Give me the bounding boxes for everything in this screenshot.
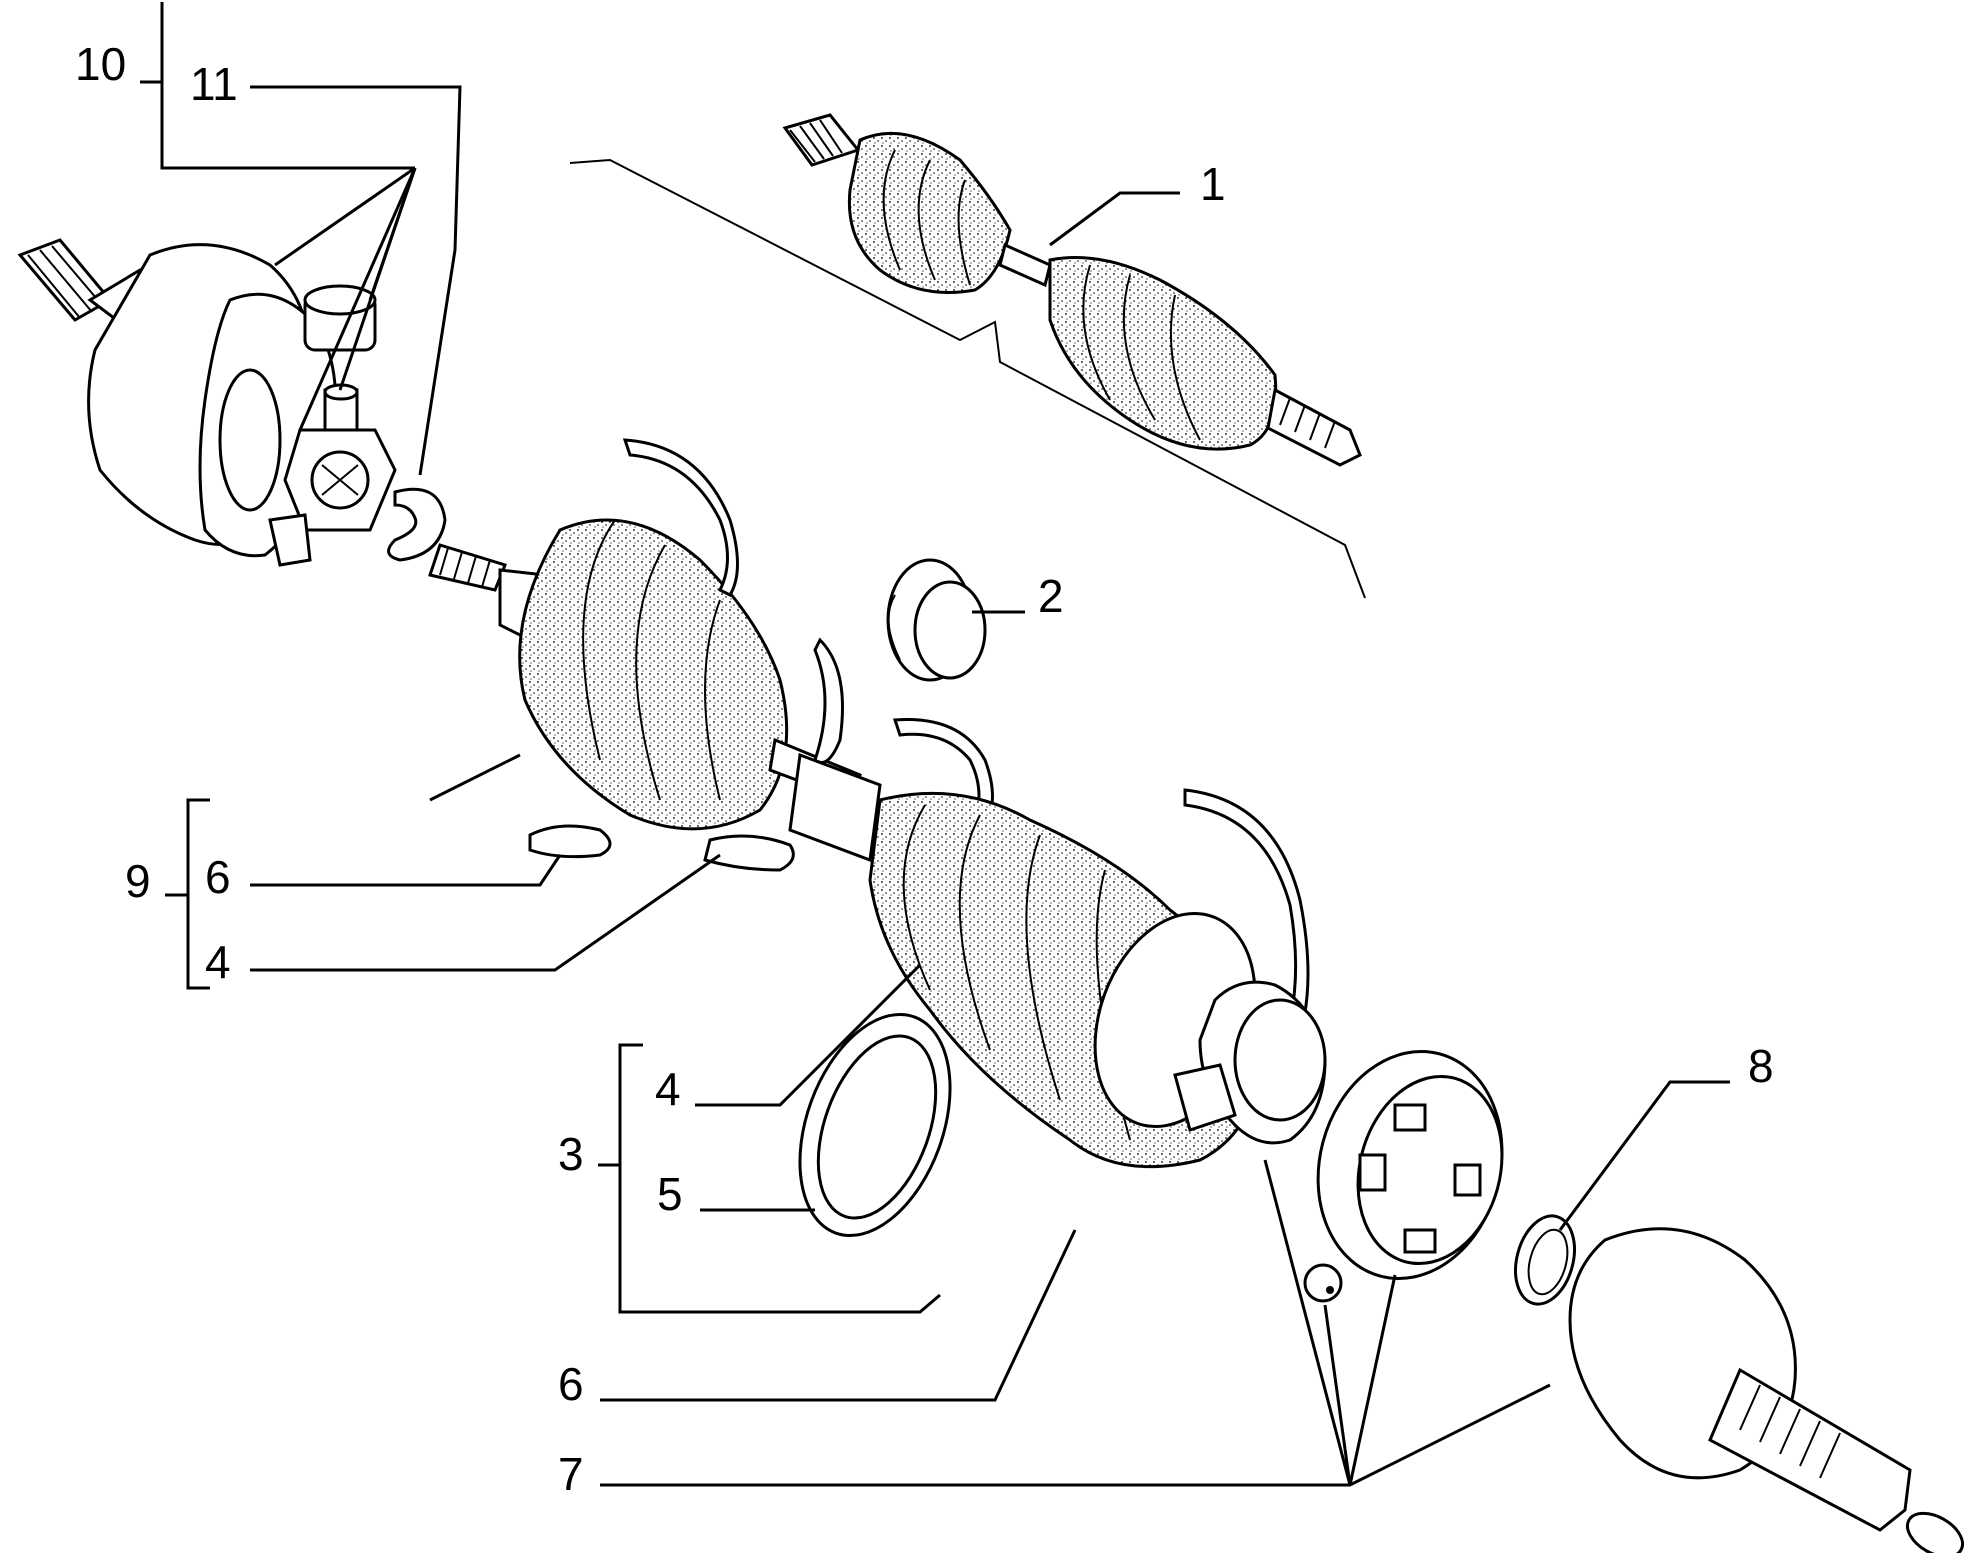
callout-3: 3 (558, 1128, 584, 1180)
callout-8: 8 (1748, 1040, 1774, 1092)
callout-11: 11 (190, 58, 238, 110)
callout-9: 9 (125, 855, 151, 907)
inner-cv-boot (428, 438, 862, 831)
callout-4-lower: 4 (655, 1063, 681, 1115)
outer-joint-inner-race (1173, 980, 1327, 1145)
tripod-spider (268, 284, 447, 567)
shaft-seal-bushing (886, 558, 987, 682)
flat-seal-ring (798, 1012, 952, 1238)
callout-10: 10 (75, 38, 126, 90)
leader-lines (250, 85, 1730, 1487)
group-brackets (140, 2, 941, 1314)
callout-5: 5 (657, 1168, 683, 1220)
outer-joint-ball (1303, 1263, 1343, 1303)
callout-6-upper: 6 (205, 851, 231, 903)
complete-drive-shaft-assembly (569, 113, 1366, 599)
callout-4-upper: 4 (205, 936, 231, 988)
outer-joint-housing (1568, 1227, 1964, 1553)
circlips (528, 637, 994, 872)
callout-1: 1 (1200, 158, 1226, 210)
callout-2: 2 (1038, 570, 1064, 622)
outer-joint-snap-ring (1514, 1214, 1576, 1306)
outer-joint-ball-cage (1316, 1050, 1504, 1280)
callout-labels: 1 2 3 4 4 5 6 6 7 8 9 10 11 (75, 38, 1774, 1500)
tripod-joint-housing (17, 238, 338, 558)
callout-6-lower: 6 (558, 1358, 584, 1410)
callout-7: 7 (558, 1448, 584, 1500)
